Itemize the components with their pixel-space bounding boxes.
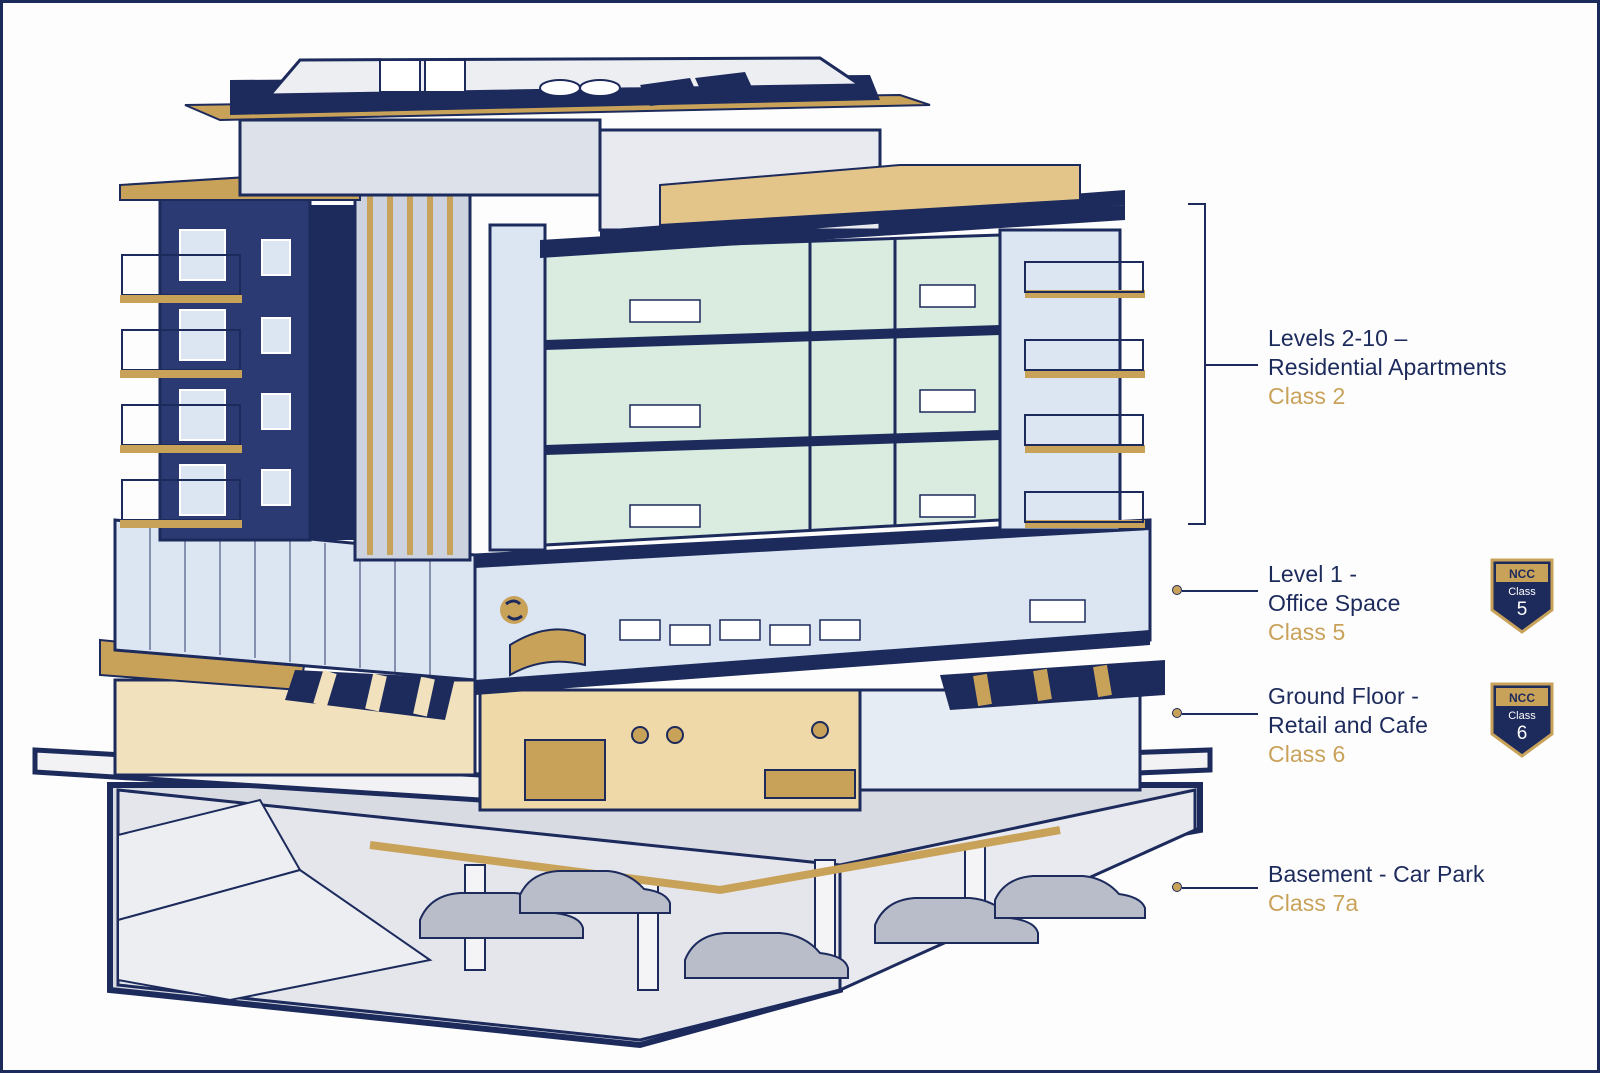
label-retail-level: Ground Floor -	[1268, 683, 1419, 709]
badge-ncc-text: NCC	[1509, 691, 1535, 705]
office-leader-line	[1182, 590, 1258, 592]
residential-leader-line	[1206, 364, 1258, 366]
residential-apartments	[488, 205, 1145, 552]
ncc-badge-class-5: NCC Class 5	[1490, 558, 1554, 634]
office-leader-dot	[1172, 585, 1182, 595]
label-retail-class: Class 6	[1268, 741, 1346, 767]
basement-car-park	[107, 782, 1203, 1049]
badge-ncc-text: NCC	[1509, 567, 1535, 581]
ground-floor-retail	[99, 638, 1165, 812]
label-basement-class: Class 7a	[1268, 890, 1359, 916]
label-basement-level: Basement - Car Park	[1268, 861, 1485, 887]
label-residential-class: Class 2	[1268, 383, 1346, 409]
badge-number: 6	[1516, 723, 1528, 744]
ncc-badge-class-6: NCC Class 6	[1490, 682, 1554, 758]
level-1-office	[113, 518, 1152, 695]
tower-left-facade	[120, 188, 472, 562]
building-cutaway-illustration	[32, 56, 1213, 1049]
label-residential-level: Levels 2-10 –	[1268, 325, 1408, 351]
label-retail-use: Retail and Cafe	[1268, 712, 1429, 738]
label-residential-use: Residential Apartments	[1268, 354, 1507, 380]
roof-terrace	[119, 56, 1125, 245]
label-retail: Ground Floor - Retail and Cafe Class 6	[1268, 682, 1428, 769]
label-office-class: Class 5	[1268, 619, 1346, 645]
badge-class-text: Class	[1508, 586, 1536, 598]
residential-bracket	[1188, 203, 1206, 525]
label-office: Level 1 - Office Space Class 5	[1268, 560, 1400, 647]
label-residential: Levels 2-10 – Residential Apartments Cla…	[1268, 324, 1507, 411]
label-office-level: Level 1 -	[1268, 561, 1358, 587]
badge-class-text: Class	[1508, 710, 1536, 722]
retail-leader-dot	[1172, 708, 1182, 718]
basement-leader-dot	[1172, 882, 1182, 892]
badge-number: 5	[1516, 599, 1528, 620]
retail-leader-line	[1182, 713, 1258, 715]
label-basement: Basement - Car Park Class 7a	[1268, 860, 1485, 918]
basement-leader-line	[1182, 887, 1258, 889]
label-office-use: Office Space	[1268, 590, 1401, 616]
office-logo-icon	[500, 596, 528, 624]
